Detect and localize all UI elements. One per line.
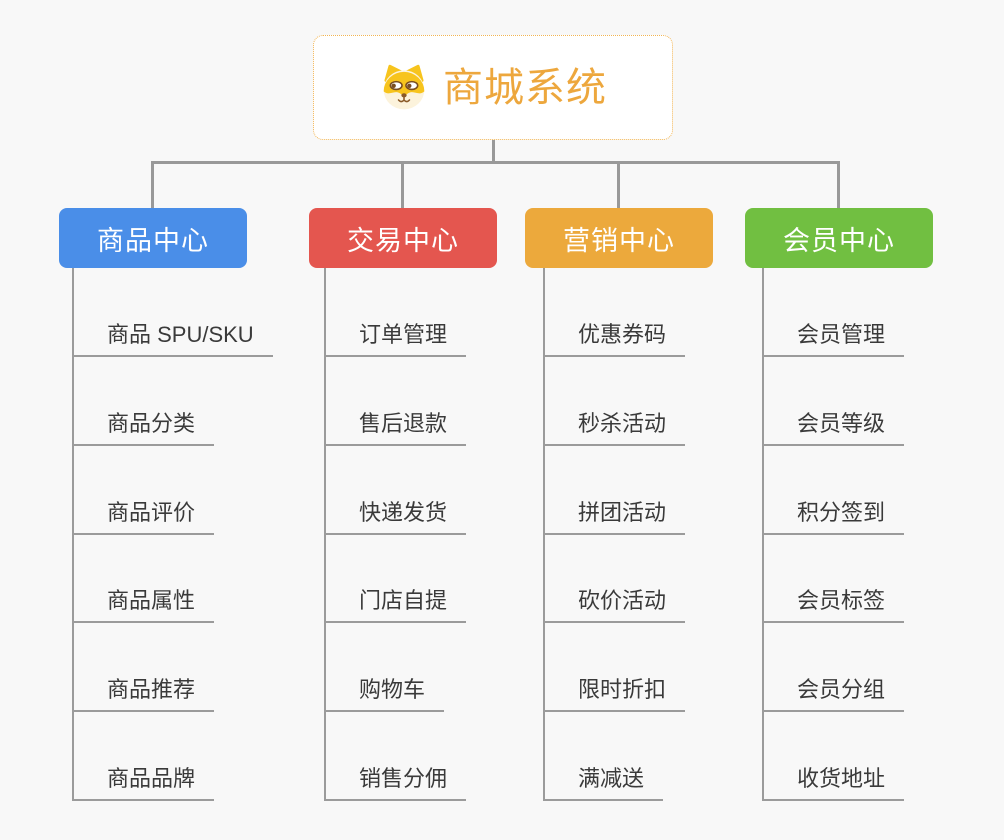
leaf-label: 会员分组: [797, 677, 886, 702]
leaf-node[interactable]: 商品品牌: [72, 766, 215, 801]
leaf-label: 收货地址: [797, 766, 886, 791]
leaf-node[interactable]: 会员管理: [762, 322, 905, 357]
branch-children-trade: 订单管理 售后退款 快递发货 门店自提 购物车 销售分佣: [324, 268, 574, 803]
leaf-label: 限时折扣: [578, 677, 667, 702]
leaf-label: 商品分类: [107, 411, 196, 436]
leaf-node[interactable]: 会员标签: [762, 588, 905, 623]
branch-children-member: 会员管理 会员等级 积分签到 会员标签 会员分组 收货地址: [762, 268, 1004, 803]
connector-branch-drop: [401, 161, 404, 209]
leaf-node[interactable]: 商品 SPU/SKU: [72, 322, 273, 357]
leaf-label: 商品推荐: [107, 677, 196, 702]
leaf-label: 拼团活动: [578, 500, 667, 525]
leaf-label: 砍价活动: [578, 588, 667, 613]
leaf-node[interactable]: 砍价活动: [543, 588, 686, 623]
leaf-node[interactable]: 满减送: [543, 766, 664, 801]
leaf-node[interactable]: 商品属性: [72, 588, 215, 623]
branch-label: 交易中心: [347, 225, 459, 256]
leaf-label: 商品品牌: [107, 766, 196, 791]
connector-branch-drop: [151, 161, 154, 209]
root-node[interactable]: 商城系统: [313, 35, 673, 140]
leaf-label: 商品属性: [107, 588, 196, 613]
leaf-node[interactable]: 积分签到: [762, 500, 905, 535]
branch-children-product: 商品 SPU/SKU 商品分类 商品评价 商品属性 商品推荐 商品品牌: [72, 268, 322, 803]
leaf-label: 会员管理: [797, 322, 886, 347]
leaf-label: 购物车: [359, 677, 426, 702]
branch-children-marketing: 优惠券码 秒杀活动 拼团活动 砍价活动 限时折扣 满减送: [543, 268, 793, 803]
leaf-node[interactable]: 售后退款: [324, 411, 467, 446]
leaf-node[interactable]: 购物车: [324, 677, 445, 712]
leaf-label: 会员标签: [797, 588, 886, 613]
leaf-label: 订单管理: [359, 322, 448, 347]
root-title: 商城系统: [443, 65, 607, 110]
branch-node-trade-center[interactable]: 交易中心: [309, 208, 497, 268]
leaf-node[interactable]: 限时折扣: [543, 677, 686, 712]
leaf-node[interactable]: 销售分佣: [324, 766, 467, 801]
leaf-node[interactable]: 优惠券码: [543, 322, 686, 357]
branch-label: 营销中心: [563, 225, 675, 256]
branch-node-product-center[interactable]: 商品中心: [59, 208, 247, 268]
connector-branch-drop: [837, 161, 840, 209]
leaf-label: 积分签到: [797, 500, 886, 525]
leaf-label: 满减送: [578, 766, 645, 791]
leaf-node[interactable]: 会员等级: [762, 411, 905, 446]
leaf-node[interactable]: 会员分组: [762, 677, 905, 712]
leaf-node[interactable]: 秒杀活动: [543, 411, 686, 446]
leaf-node[interactable]: 拼团活动: [543, 500, 686, 535]
leaf-label: 销售分佣: [359, 766, 448, 791]
leaf-label: 门店自提: [359, 588, 448, 613]
leaf-label: 秒杀活动: [578, 411, 667, 436]
leaf-label: 售后退款: [359, 411, 448, 436]
leaf-node[interactable]: 快递发货: [324, 500, 467, 535]
leaf-node[interactable]: 订单管理: [324, 322, 467, 357]
leaf-label: 商品评价: [107, 500, 196, 525]
connector-root-vertical: [492, 139, 495, 163]
shiba-dog-icon: [383, 64, 425, 110]
leaf-label: 快递发货: [359, 500, 448, 525]
leaf-label: 会员等级: [797, 411, 886, 436]
leaf-label: 优惠券码: [578, 322, 667, 347]
branch-label: 商品中心: [97, 225, 209, 256]
leaf-node[interactable]: 商品分类: [72, 411, 215, 446]
branch-node-member-center[interactable]: 会员中心: [745, 208, 933, 268]
leaf-node[interactable]: 门店自提: [324, 588, 467, 623]
branch-label: 会员中心: [783, 225, 895, 256]
branch-node-marketing-center[interactable]: 营销中心: [525, 208, 713, 268]
connector-branch-drop: [617, 161, 620, 209]
leaf-node[interactable]: 商品评价: [72, 500, 215, 535]
leaf-node[interactable]: 收货地址: [762, 766, 905, 801]
connector-horizontal-bus: [151, 161, 840, 164]
leaf-node[interactable]: 商品推荐: [72, 677, 215, 712]
leaf-label: 商品 SPU/SKU: [107, 322, 254, 347]
